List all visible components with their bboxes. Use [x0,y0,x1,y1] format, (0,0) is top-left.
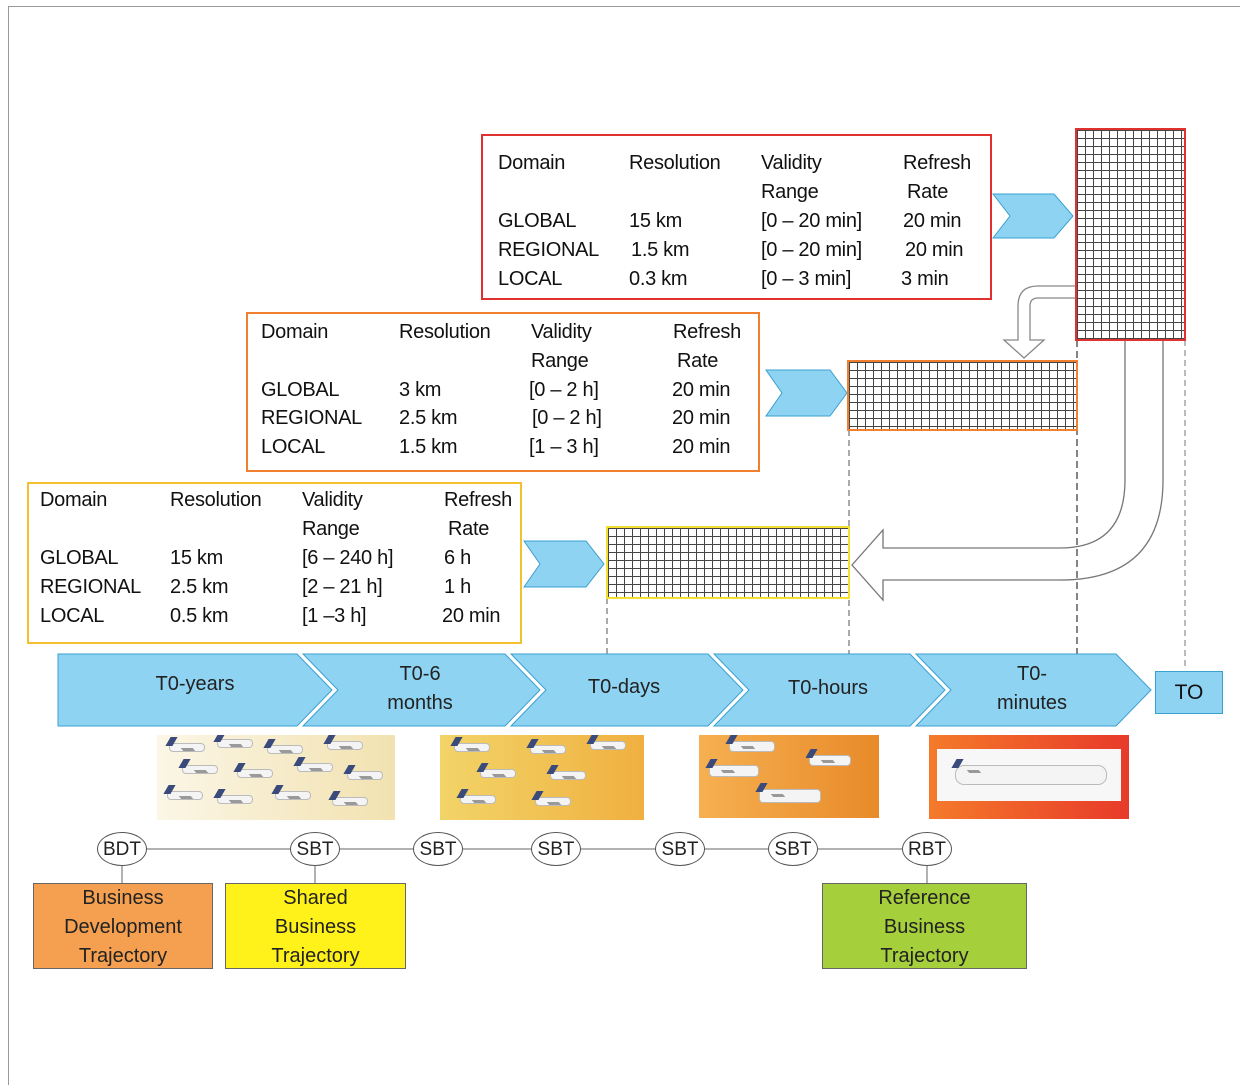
header-range: Range [761,181,819,203]
cell-refresh: 20 min [672,436,731,458]
trajectory-box-shared-business: Shared Business Trajectory [225,883,406,969]
header-validity: Validity [302,489,363,511]
trajectory-node: SBT [531,832,581,866]
table-orange: Domain Resolution Validity Refresh Range… [246,312,760,472]
cell-resolution: 2.5 km [399,407,458,429]
cell-validity: [0 – 2 h] [529,379,599,401]
trajectory-node: SBT [768,832,818,866]
cell-domain: GLOBAL [40,547,119,569]
trajectory-box-reference-business: Reference Business Trajectory [822,883,1027,969]
timeline-phase-label: T0-hours [787,677,869,699]
timeline-end-box: TO [1155,671,1223,714]
header-refresh: Refresh [673,321,741,343]
trajectory-node: SBT [413,832,463,866]
timeline-phase-shape [914,653,1152,727]
header-range: Range [302,518,360,540]
cell-validity: [0 – 3 min] [761,268,852,290]
cell-domain: LOCAL [40,605,105,627]
cell-domain: REGIONAL [261,407,362,429]
header-domain: Domain [40,489,108,511]
header-refresh: Refresh [903,152,971,174]
cell-domain: GLOBAL [498,210,577,232]
timeline-phase-shape [57,653,333,727]
trajectory-box-business-development: Business Development Trajectory [33,883,213,969]
trajectory-node: SBT [290,832,340,866]
chevron-red [991,193,1074,239]
cell-validity: [0 – 20 min] [761,210,862,232]
cell-refresh: 20 min [905,239,964,261]
cell-validity: [0 – 20 min] [761,239,862,261]
table-yellow: Domain Resolution Validity Refresh Range… [27,482,522,644]
curved-arrow-red-to-yellow [851,339,1164,602]
figure-frame [8,6,1240,1085]
header-validity: Validity [761,152,822,174]
cell-resolution: 0.3 km [629,268,688,290]
cell-refresh: 20 min [903,210,962,232]
cell-resolution: 15 km [629,210,682,232]
aircraft-image-years [157,735,395,820]
timeline-phase-label: T0-days [587,676,661,698]
grid-yellow [606,526,850,599]
chevron-yellow [523,540,605,588]
cell-domain: LOCAL [498,268,563,290]
timeline-phase-label: T0-years [155,673,235,695]
cell-validity: [0 – 2 h] [532,407,602,429]
timeline-phase-shape [301,653,541,727]
header-domain: Domain [498,152,566,174]
trajectory-node: RBT [902,832,952,866]
cell-refresh: 3 min [901,268,949,290]
timeline-end-label: TO [1174,681,1204,704]
header-refresh: Refresh [444,489,512,511]
cell-validity: [1 –3 h] [302,605,367,627]
cell-validity: [2 – 21 h] [302,576,383,598]
trajectory-node: SBT [655,832,705,866]
table-red: Domain Resolution Validity Refresh Range… [481,134,992,300]
grid-red [1075,128,1186,341]
aircraft-image-days [699,735,879,818]
cell-resolution: 3 km [399,379,442,401]
timeline-phase-label: T0- minutes [996,663,1068,714]
cell-refresh: 20 min [672,407,731,429]
header-rate: Rate [677,350,719,372]
cell-validity: [6 – 240 h] [302,547,394,569]
cell-domain: GLOBAL [261,379,340,401]
cell-domain: REGIONAL [40,576,141,598]
aircraft-image-months [440,735,644,820]
header-domain: Domain [261,321,329,343]
cell-refresh: 1 h [444,576,471,598]
cell-domain: REGIONAL [498,239,599,261]
grid-orange [847,360,1078,431]
header-resolution: Resolution [629,152,721,174]
header-rate: Rate [907,181,949,203]
timeline-phase-shape [712,653,946,727]
cell-resolution: 1.5 km [399,436,458,458]
cell-refresh: 6 h [444,547,471,569]
cell-resolution: 15 km [170,547,223,569]
chevron-orange [765,369,848,417]
cell-resolution: 1.5 km [631,239,690,261]
header-rate: Rate [448,518,490,540]
cell-refresh: 20 min [442,605,501,627]
timeline-phase-label: T0-6 months [387,663,453,714]
header-range: Range [531,350,589,372]
header-resolution: Resolution [170,489,262,511]
header-resolution: Resolution [399,321,491,343]
curved-arrow-red-to-orange [1002,285,1078,359]
cell-refresh: 20 min [672,379,731,401]
cell-resolution: 2.5 km [170,576,229,598]
cell-domain: LOCAL [261,436,326,458]
trajectory-node: BDT [97,832,147,866]
aircraft-image-hours [929,735,1129,819]
cell-resolution: 0.5 km [170,605,229,627]
timeline-phase-shape [509,653,744,727]
cell-validity: [1 – 3 h] [529,436,599,458]
header-validity: Validity [531,321,592,343]
